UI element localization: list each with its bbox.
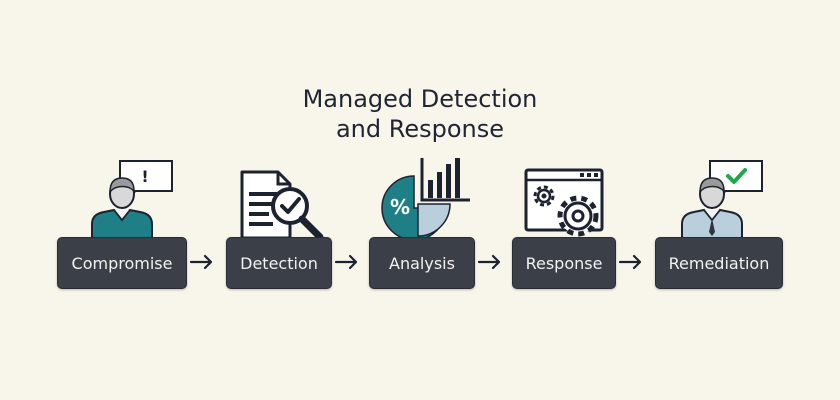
arrow-right-icon — [334, 254, 358, 270]
person-check-icon — [681, 160, 763, 239]
person-figure — [91, 177, 153, 239]
diagram-title: Managed Detection and Response — [0, 84, 840, 144]
stage-detection: Detection — [226, 237, 332, 289]
stage-label: Detection — [240, 253, 318, 273]
bar-chart-glyph — [420, 158, 470, 202]
window-gears-icon — [524, 168, 604, 237]
alert-mark: ! — [141, 167, 148, 186]
document-magnifier-icon — [240, 170, 324, 241]
person-figure-light — [681, 177, 743, 239]
large-gear — [557, 195, 599, 237]
stage-remediation: Remediation — [655, 237, 783, 289]
title-line-2: and Response — [335, 115, 505, 143]
stage-analysis: Analysis — [369, 237, 475, 289]
arrow-right-icon — [477, 254, 501, 270]
stage-label: Compromise — [71, 253, 173, 273]
percent-symbol: % — [390, 195, 410, 219]
stage-response: Response — [512, 237, 616, 289]
small-gear — [533, 185, 555, 207]
title-line-1: Managed Detection — [302, 85, 538, 113]
person-alert-icon: ! — [91, 160, 173, 239]
arrow-right-icon — [618, 254, 642, 270]
percent-disc: % — [381, 175, 451, 240]
stage-label: Analysis — [389, 253, 455, 273]
arrow-right-icon — [189, 254, 213, 270]
stage-label: Remediation — [668, 253, 770, 273]
percent-chart-icon: % — [381, 158, 470, 240]
stage-label: Response — [525, 253, 603, 273]
stage-compromise: Compromise — [57, 237, 187, 289]
